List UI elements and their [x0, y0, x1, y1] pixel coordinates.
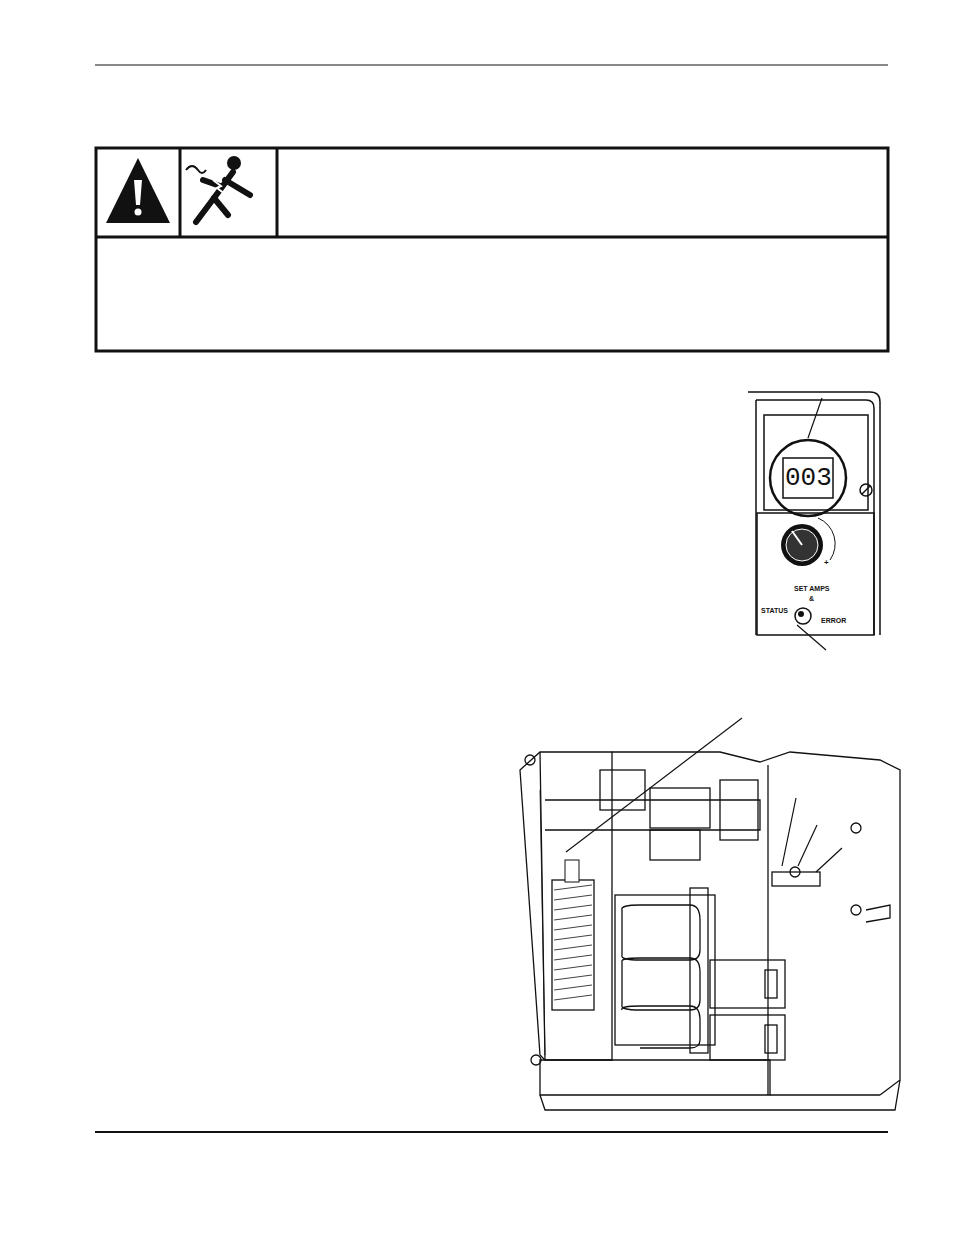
panel-label: SET AMPS [794, 585, 830, 592]
knob-mark: + [824, 559, 829, 567]
panel-label: ERROR [821, 617, 846, 624]
display-digits: 003 [785, 465, 832, 491]
panel-label: & [809, 595, 814, 602]
panel-label: STATUS [761, 607, 788, 614]
